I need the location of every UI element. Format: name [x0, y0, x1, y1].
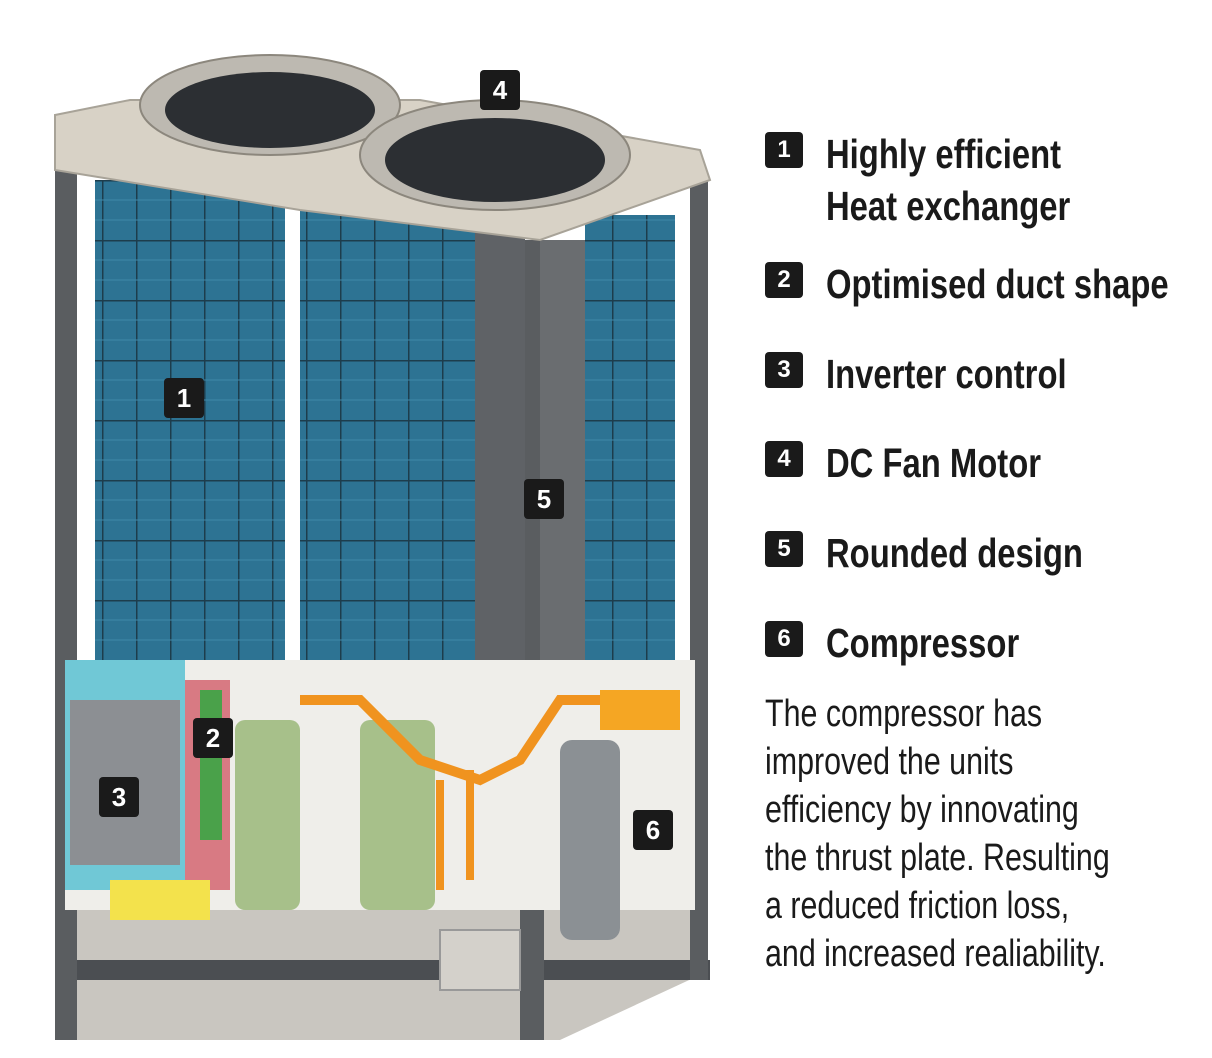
feature-number: 1 [765, 132, 803, 168]
description-line: improved the units [765, 741, 1014, 783]
feature-number: 4 [765, 441, 803, 477]
feature-number: 3 [765, 352, 803, 388]
diagram-badge-2: 2 [193, 718, 233, 758]
feature-item-5: 5 Rounded design [765, 527, 1147, 579]
feature-label: Inverter control [826, 351, 1067, 397]
fan-right [359, 99, 631, 211]
description-line: and increased realiability. [765, 933, 1106, 975]
description-line: The compressor has [765, 693, 1043, 735]
diagram-badge-6: 6 [633, 810, 673, 850]
feature-label: Optimised duct shape [826, 261, 1169, 307]
compressor-right [560, 740, 620, 940]
heat-exchanger-middle [300, 210, 475, 680]
feature-number: 5 [765, 531, 803, 567]
feature-item-2: 2 Optimised duct shape [765, 258, 1212, 310]
feature-item-3: 3 Inverter control [765, 348, 1127, 400]
diagram-badge-1: 1 [164, 378, 204, 418]
description-line: a reduced friction loss, [765, 885, 1070, 927]
description-line: efficiency by innovating [765, 789, 1079, 831]
heat-exchanger-left [95, 180, 285, 660]
compressor-description: The compressor has improved the units ef… [765, 690, 1212, 978]
feature-item-4: 4 DC Fan Motor [765, 437, 1095, 489]
heat-exchanger-right [585, 215, 675, 675]
compressor-left [235, 720, 300, 910]
feature-label: Rounded design [826, 530, 1083, 576]
feature-label: Compressor [826, 620, 1020, 666]
feature-label: Highly efficient [826, 131, 1062, 177]
diagram-badge-4: 4 [480, 70, 520, 110]
outdoor-unit-illustration [54, 54, 712, 1040]
feature-item-6: 6 Compressor [765, 617, 1068, 669]
description-line: the thrust plate. Resulting [765, 837, 1110, 879]
compressor-middle [360, 720, 435, 910]
diagram-badge-5: 5 [524, 479, 564, 519]
feature-number: 2 [765, 262, 803, 298]
fan-left [139, 54, 401, 156]
diagram-badge-3: 3 [99, 777, 139, 817]
feature-number: 6 [765, 621, 803, 657]
feature-label: Heat exchanger [826, 183, 1071, 229]
feature-label: DC Fan Motor [826, 440, 1041, 486]
